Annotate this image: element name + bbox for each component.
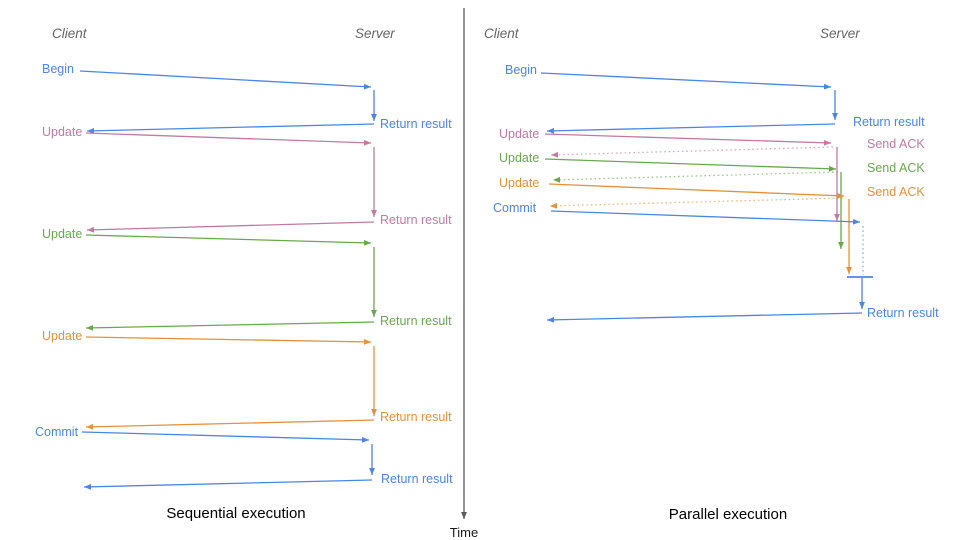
right-update1-message: Update Send ACK — [499, 127, 925, 221]
left-begin-return-label: Return result — [380, 117, 452, 131]
left-begin-response-arrow — [86, 123, 375, 134]
right-commit-response-arrow — [546, 312, 863, 323]
left-update1-label: Update — [42, 125, 82, 139]
left-update3-label: Update — [42, 329, 82, 343]
right-update2-request-arrow — [544, 158, 837, 172]
left-commit-roundtrip: Commit Return result — [35, 425, 453, 490]
left-begin-label: Begin — [42, 62, 74, 76]
right-update1-ack-label: Send ACK — [867, 137, 925, 151]
left-commit-response-arrow — [83, 479, 373, 490]
right-begin-response-arrow — [546, 123, 836, 134]
right-begin-roundtrip: Begin Return result — [505, 63, 925, 134]
left-client-header: Client — [52, 26, 88, 41]
right-update2-label: Update — [499, 151, 539, 165]
left-update1-response-arrow — [86, 221, 375, 233]
right-update1-ack-dotted-arrow — [550, 146, 834, 158]
left-panel: Client Server Begin Return result Update… — [35, 26, 453, 522]
left-commit-label: Commit — [35, 425, 79, 439]
right-commit-message: Commit Return result — [493, 201, 939, 323]
left-begin-request-arrow — [79, 70, 372, 90]
right-client-header: Client — [484, 26, 520, 41]
left-update3-return-label: Return result — [380, 410, 452, 424]
left-update2-response-arrow — [85, 321, 375, 331]
time-axis-label: Time — [450, 525, 478, 540]
right-update2-ack-label: Send ACK — [867, 161, 925, 175]
left-update1-roundtrip: Update Return result — [42, 125, 452, 233]
left-panel-title: Sequential execution — [166, 505, 305, 522]
right-update3-request-arrow — [548, 183, 845, 199]
right-commit-label: Commit — [493, 201, 537, 215]
left-update2-roundtrip: Update Return result — [42, 227, 452, 331]
right-begin-request-arrow — [540, 72, 832, 90]
left-commit-return-label: Return result — [381, 472, 453, 486]
left-update3-response-arrow — [85, 419, 375, 430]
right-commit-return-label: Return result — [867, 306, 939, 320]
right-update2-ack-dotted-arrow — [552, 171, 839, 183]
left-update1-request-arrow — [85, 132, 372, 146]
right-update1-request-arrow — [544, 133, 832, 146]
right-update2-message: Update Send ACK — [499, 151, 925, 249]
right-begin-label: Begin — [505, 63, 537, 77]
left-commit-request-arrow — [81, 431, 370, 443]
left-update3-roundtrip: Update Return result — [42, 329, 452, 430]
right-server-header: Server — [820, 26, 860, 41]
right-panel: Client Server Begin Return result Update… — [484, 26, 939, 523]
right-panel-title: Parallel execution — [669, 506, 787, 523]
left-update2-label: Update — [42, 227, 82, 241]
left-update2-request-arrow — [85, 234, 372, 246]
right-update3-ack-dotted-arrow — [549, 197, 844, 209]
right-update1-label: Update — [499, 127, 539, 141]
left-begin-roundtrip: Begin Return result — [42, 62, 452, 134]
right-begin-return-label: Return result — [853, 115, 925, 129]
left-update2-return-label: Return result — [380, 314, 452, 328]
right-update3-ack-label: Send ACK — [867, 185, 925, 199]
time-axis: Time — [450, 8, 478, 540]
right-update3-label: Update — [499, 176, 539, 190]
left-update3-request-arrow — [85, 336, 372, 345]
left-server-header: Server — [355, 26, 395, 41]
left-update1-return-label: Return result — [380, 213, 452, 227]
right-commit-request-arrow — [550, 210, 861, 225]
right-update3-message: Update Send ACK — [499, 176, 925, 274]
